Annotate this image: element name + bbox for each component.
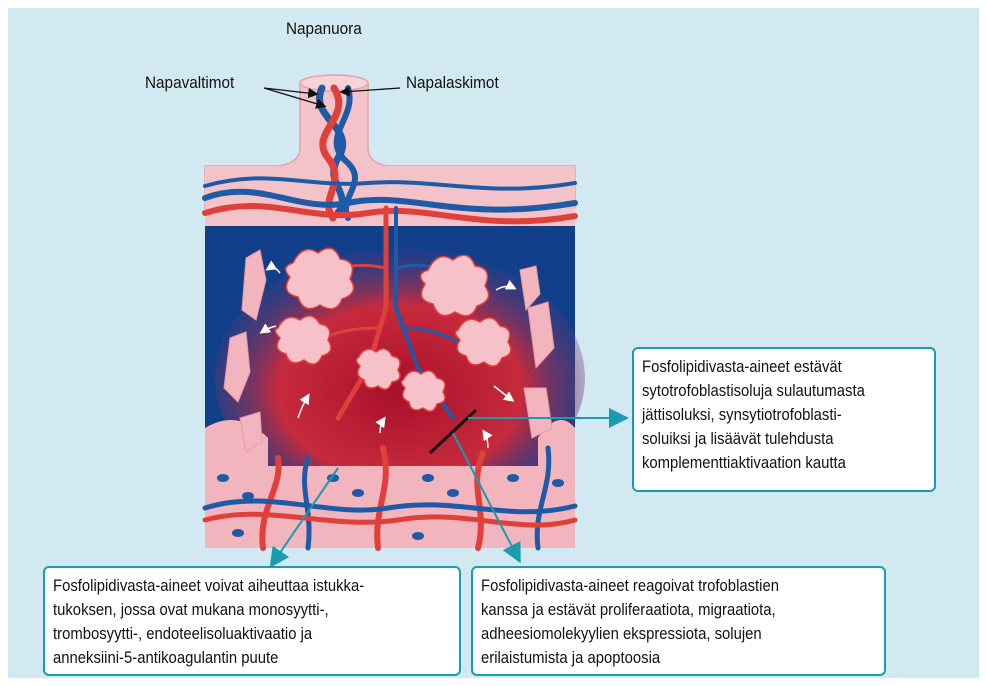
callout-line: jättisoluksi, synsytiotrofoblasti- <box>642 403 898 427</box>
umbilical-veins-label: Napalaskimot <box>406 73 499 93</box>
callout-line: adheesiomolekyylien ekspressiota, soluje… <box>481 622 837 646</box>
callout-line: komplementtiaktivaation kautta <box>642 451 898 475</box>
umbilical-arteries-label: Napavaltimot <box>145 73 234 93</box>
callout-line: Fosfolipidivasta-aineet estävät <box>642 355 898 379</box>
callout-line: kanssa ja estävät proliferaatiota, migra… <box>481 598 837 622</box>
callout-line: soluiksi ja lisäävät tulehdusta <box>642 427 898 451</box>
callout-trophoblast-reaction: Fosfolipidivasta-aineet reagoivat trofob… <box>471 566 886 676</box>
callout-line: tukoksen, jossa ovat mukana monosyytti-, <box>53 598 411 622</box>
callout-line: Fosfolipidivasta-aineet reagoivat trofob… <box>481 574 837 598</box>
callout-line: sytotrofoblastisoluja sulautumasta <box>642 379 898 403</box>
callout-line: anneksiini-5-antikoagulantin puute <box>53 646 411 670</box>
figure-canvas: Napanuora Napavaltimot Napalaskimot Fosf… <box>8 8 979 678</box>
callout-line: trombosyytti-, endoteelisoluaktivaatio j… <box>53 622 411 646</box>
umbilical-cord-label: Napanuora <box>286 19 362 39</box>
callout-placental-thrombosis: Fosfolipidivasta-aineet voivat aiheuttaa… <box>43 566 461 676</box>
callout-line: Fosfolipidivasta-aineet voivat aiheuttaa… <box>53 574 411 598</box>
callout-line: erilaistumista ja apoptoosia <box>481 646 837 670</box>
callout-syncytial-fusion: Fosfolipidivasta-aineet estävät sytotrof… <box>632 347 936 492</box>
